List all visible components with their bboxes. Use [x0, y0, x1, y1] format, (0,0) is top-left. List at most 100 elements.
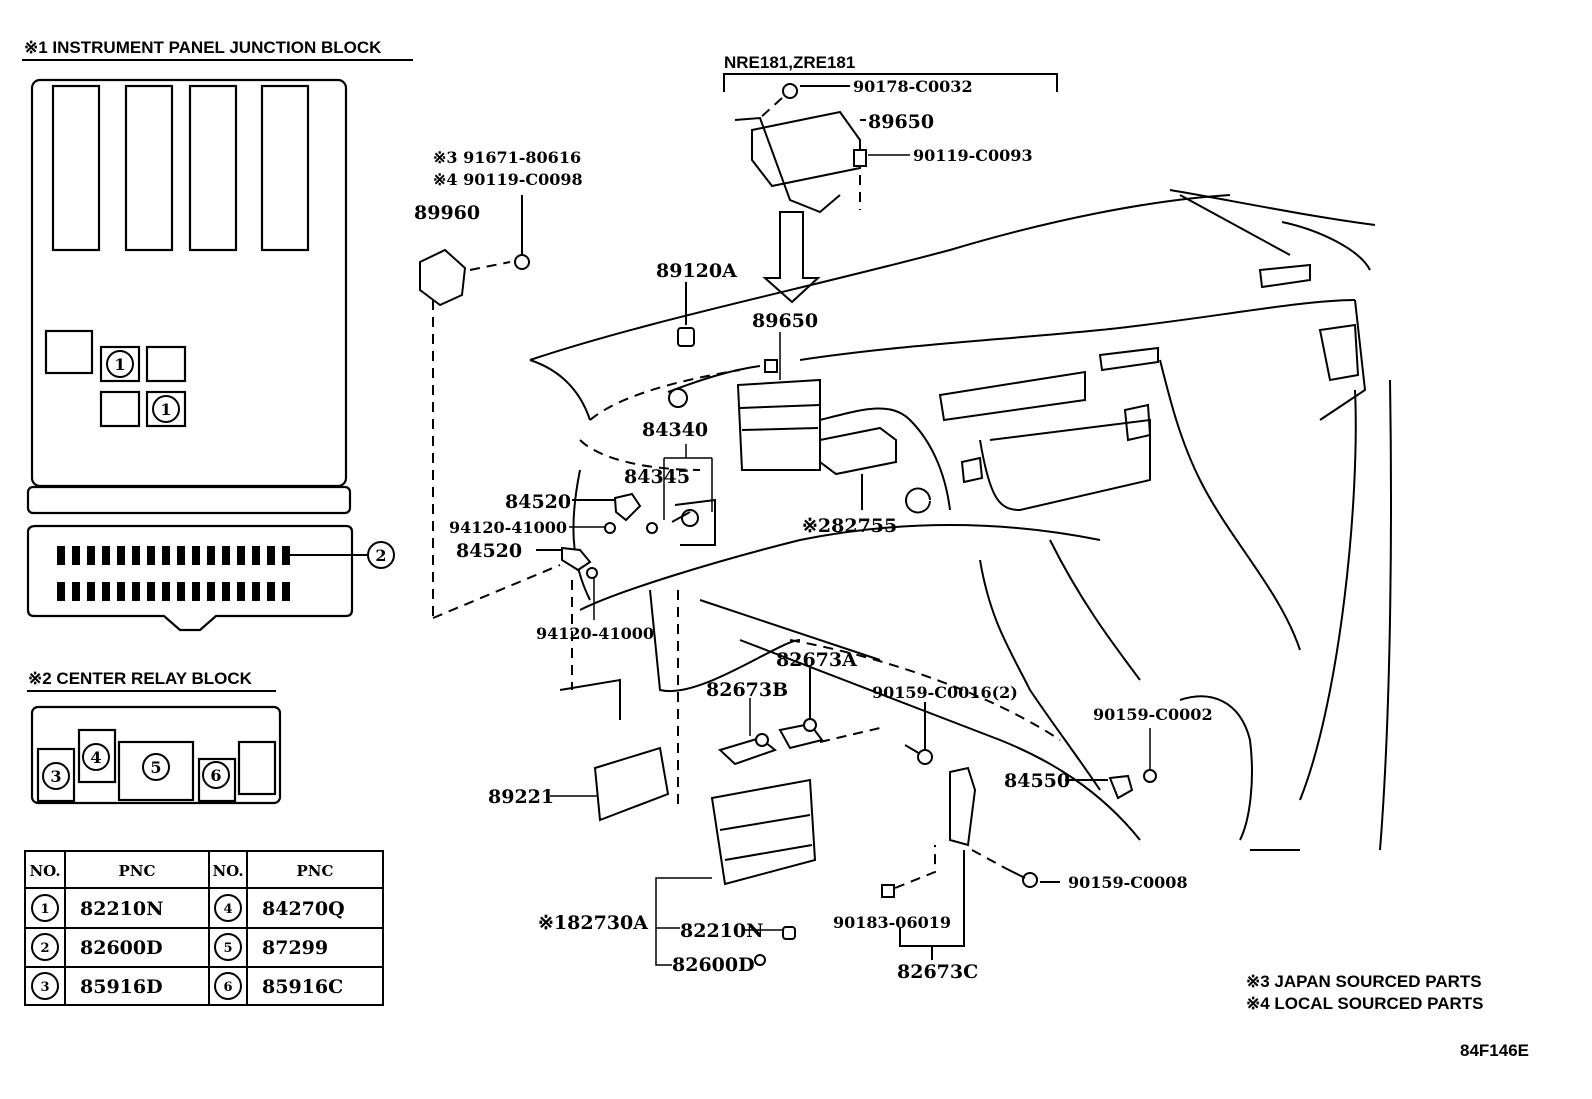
part-label[interactable]: 90159-C0002 — [1093, 705, 1213, 724]
part-label[interactable]: 94120-41000 — [449, 518, 567, 537]
leader-dashed — [469, 261, 511, 271]
part-label[interactable]: 90183-06019 — [833, 913, 951, 932]
table-header: NO. — [212, 862, 243, 880]
relay-slot-5 — [117, 740, 195, 802]
note-japan-sourced: ※3 JAPAN SOURCED PARTS — [1246, 972, 1482, 991]
table-marker-circle — [31, 894, 59, 922]
part-label[interactable]: 90178-C0032 — [853, 77, 973, 96]
fuse-slot — [260, 84, 310, 252]
table-pnc[interactable]: 82600D — [80, 937, 163, 959]
connector-pin — [237, 546, 245, 565]
variant-label: NRE181,ZRE181 — [724, 53, 855, 72]
part-label[interactable]: 82673C — [897, 961, 978, 983]
part-label[interactable]: 89120A — [656, 260, 737, 282]
instrument-panel-junction-block: ※1 INSTRUMENT PANEL JUNCTION BLOCK 1 1 2 — [22, 38, 413, 632]
marker-3: 3 — [50, 767, 61, 786]
part-label[interactable]: 84520 — [505, 491, 571, 513]
connector-pin — [222, 546, 230, 565]
connector-pin — [237, 582, 245, 601]
connector-pin — [102, 582, 110, 601]
dashboard-outline — [529, 189, 1392, 851]
table-pnc[interactable]: 87299 — [262, 937, 328, 959]
note-local-sourced: ※4 LOCAL SOURCED PARTS — [1246, 994, 1483, 1013]
part-label[interactable]: 89650 — [868, 111, 934, 133]
part-label[interactable]: 90159-C0008 — [1068, 873, 1188, 892]
relay-slot — [99, 390, 141, 428]
part-label[interactable]: 94120-41000 — [536, 624, 654, 643]
part-label[interactable]: 82673A — [776, 649, 857, 671]
section-title-instrument-panel: ※1 INSTRUMENT PANEL JUNCTION BLOCK — [24, 38, 382, 57]
part-label[interactable]: 84520 — [456, 540, 522, 562]
connector-pin — [162, 582, 170, 601]
marker-4: 4 — [90, 748, 101, 767]
part-label[interactable]: 82210N — [680, 920, 763, 942]
connector-pin — [132, 582, 140, 601]
table-pnc[interactable]: 84270Q — [262, 898, 345, 920]
connector-pin — [207, 546, 215, 565]
table-pnc[interactable]: 85916C — [262, 976, 343, 998]
relay-slot — [44, 329, 94, 375]
center-relay-block: ※2 CENTER RELAY BLOCK 3 4 5 6 — [27, 669, 282, 805]
part-label[interactable]: 84340 — [642, 419, 708, 441]
connector-pin — [252, 546, 260, 565]
connector-pin — [72, 546, 80, 565]
table-no: 1 — [40, 902, 49, 917]
connector-pin — [147, 546, 155, 565]
connector-pin — [192, 582, 200, 601]
marker-6: 6 — [210, 766, 221, 785]
part-label[interactable]: 90119-C0093 — [913, 146, 1033, 165]
marker-circle-4 — [82, 743, 110, 771]
marker-1: 1 — [114, 355, 125, 374]
connector-pin — [207, 582, 215, 601]
connector-pin — [147, 582, 155, 601]
relay-slot — [145, 345, 187, 383]
table-header: PNC — [119, 862, 156, 880]
marker-circle-1 — [106, 350, 134, 378]
part-label[interactable]: 84345 — [624, 466, 690, 488]
arrow-down-icon — [762, 211, 821, 304]
part-label[interactable]: ※282755 — [802, 515, 897, 537]
part-label[interactable]: 89221 — [488, 786, 554, 808]
part-label[interactable]: 82600D — [672, 954, 755, 976]
part-label[interactable]: 84550 — [1004, 770, 1070, 792]
marker-circle-2 — [367, 541, 395, 569]
connector-pin — [177, 582, 185, 601]
part-label[interactable]: ※3 91671-80616 — [433, 148, 581, 167]
connector-pin — [87, 546, 95, 565]
connector-pin — [132, 546, 140, 565]
part-label[interactable]: ※4 90119-C0098 — [433, 170, 583, 189]
table-marker-circle — [214, 972, 242, 1000]
fuse-slot — [51, 84, 101, 252]
table-marker-circle — [214, 933, 242, 961]
connector-pin — [102, 546, 110, 565]
table-pnc[interactable]: 82210N — [80, 898, 163, 920]
connector-pin — [177, 546, 185, 565]
part-labels: 90178-C0032 89650 90119-C0093 ※3 91671-8… — [414, 77, 1213, 983]
part-label[interactable]: 89650 — [752, 310, 818, 332]
connector-pin — [117, 546, 125, 565]
table-no: 2 — [40, 941, 49, 956]
fuse-slot — [124, 84, 174, 252]
leader-lines — [536, 85, 1108, 966]
section-title-center-relay: ※2 CENTER RELAY BLOCK — [28, 669, 253, 688]
connector-block — [26, 524, 354, 632]
fuse-slot — [188, 84, 238, 252]
table-marker-circle — [31, 972, 59, 1000]
connector-pin — [72, 582, 80, 601]
table-marker-circle — [214, 894, 242, 922]
part-label[interactable]: 90159-C0016(2) — [872, 683, 1018, 702]
connector-pin — [117, 582, 125, 601]
marker-circle-1 — [152, 395, 180, 423]
part-label[interactable]: 89960 — [414, 202, 480, 224]
connector-pin — [252, 582, 260, 601]
connector-pin — [267, 582, 275, 601]
connector-pin — [162, 546, 170, 565]
table-no: 6 — [223, 980, 232, 995]
part-label[interactable]: ※182730A — [538, 912, 648, 934]
part-shapes — [419, 83, 1157, 966]
part-label[interactable]: 82673B — [706, 679, 788, 701]
table-no: 3 — [40, 980, 49, 995]
table-pnc[interactable]: 85916D — [80, 976, 163, 998]
marker-circle-5 — [142, 753, 170, 781]
